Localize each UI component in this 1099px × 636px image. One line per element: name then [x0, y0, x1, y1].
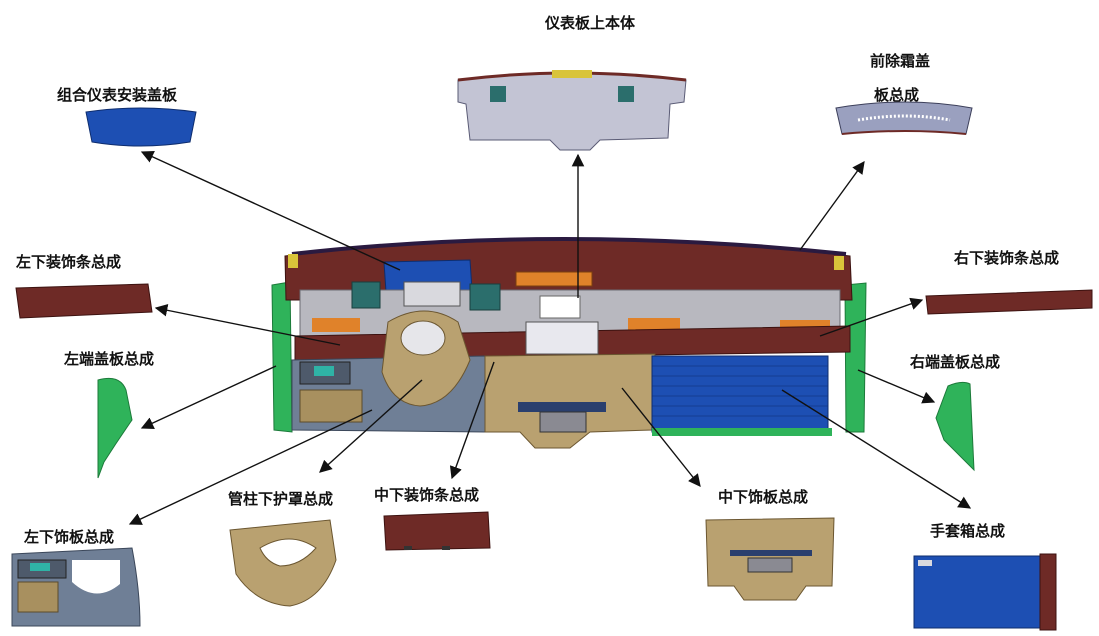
glove-box-part	[913, 553, 1057, 631]
arrow-left-trim-strip	[154, 304, 341, 346]
arrow-center-lower-panel	[621, 387, 701, 487]
label-left-lower-panel: 左下饰板总成	[24, 528, 115, 546]
arrow-column-shroud	[319, 379, 423, 473]
label-cluster-cover: 组合仪表安装盖板	[57, 86, 178, 104]
main-dashboard-assembly	[271, 237, 867, 449]
arrow-left-end-cap	[140, 365, 277, 429]
right-end-cap-part	[935, 381, 975, 472]
arrow-left-lower-panel	[128, 409, 373, 525]
arrow-right-end-cap	[857, 369, 936, 404]
left-end-cap-part	[97, 377, 133, 479]
arrow-cluster-cover	[140, 150, 401, 271]
upper-body-part	[457, 70, 687, 151]
defroster-part	[835, 101, 973, 135]
center-lower-trim-strip-part	[383, 511, 491, 551]
arrow-center-trim-strip	[449, 361, 495, 480]
label-center-lower-trim-strip: 中下装饰条总成	[374, 486, 480, 504]
column-shroud-part	[229, 519, 337, 607]
label-upper-body: 仪表板上本体	[545, 14, 636, 32]
label-column-shroud: 管柱下护罩总成	[228, 490, 334, 508]
label-defroster-line2: 板总成	[874, 86, 920, 104]
label-right-lower-trim-strip: 右下装饰条总成	[954, 249, 1060, 267]
center-lower-panel-part	[705, 517, 835, 601]
arrow-right-trim-strip	[819, 297, 924, 337]
label-left-end-cap: 左端盖板总成	[64, 350, 155, 368]
right-lower-trim-strip-part	[925, 289, 1093, 315]
cluster-cover-part	[85, 107, 197, 147]
arrow-glove-box	[781, 389, 972, 509]
leader-arrows	[128, 150, 972, 525]
label-glove-box: 手套箱总成	[930, 522, 1006, 540]
label-defroster-line1: 前除霜盖	[870, 52, 931, 70]
arrow-defroster	[799, 160, 865, 251]
label-left-lower-trim-strip: 左下装饰条总成	[16, 253, 122, 271]
label-center-lower-panel: 中下饰板总成	[718, 488, 809, 506]
label-right-end-cap: 右端盖板总成	[910, 353, 1001, 371]
left-lower-trim-strip-part	[15, 283, 153, 319]
left-lower-panel-part	[11, 547, 141, 627]
